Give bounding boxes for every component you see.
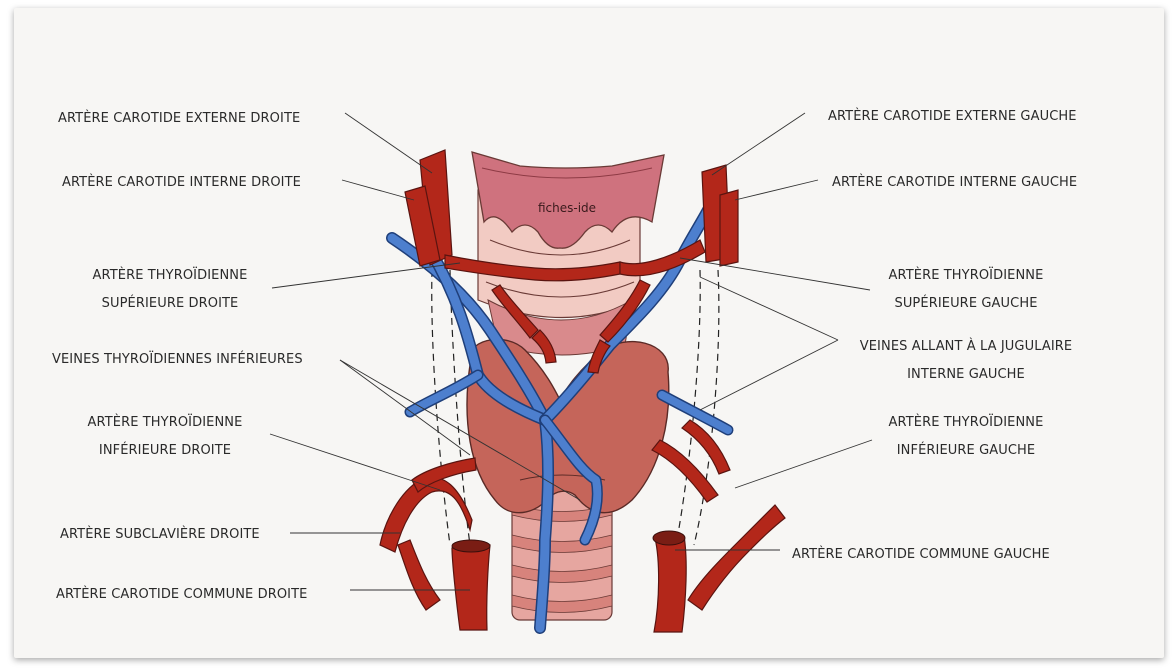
thyroid-gland — [467, 339, 669, 512]
label-subclavian-right: ARTÈRE SUBCLAVIÈRE DROITE — [60, 526, 260, 542]
label-ext-carotid-left: ARTÈRE CAROTIDE EXTERNE GAUCHE — [828, 108, 1077, 124]
label-inf-thyroid-left-line2: INFÉRIEURE GAUCHE — [897, 442, 1035, 458]
label-int-carotid-left: ARTÈRE CAROTIDE INTERNE GAUCHE — [832, 174, 1077, 190]
label-inf-thyroid-left-line1: ARTÈRE THYROÏDIENNE — [889, 414, 1044, 430]
label-inf-thyroid-veins: VEINES THYROÏDIENNES INFÉRIEURES — [52, 351, 303, 367]
label-sup-thyroid-right-line2: SUPÉRIEURE DROITE — [102, 295, 239, 311]
label-sup-thyroid-right-line1: ARTÈRE THYROÏDIENNE — [93, 267, 248, 283]
label-int-carotid-right: ARTÈRE CAROTIDE INTERNE DROITE — [62, 174, 301, 190]
label-common-carotid-left: ARTÈRE CAROTIDE COMMUNE GAUCHE — [792, 546, 1050, 562]
label-jugular-veins-line1: VEINES ALLANT À LA JUGULAIRE — [860, 338, 1072, 354]
label-sup-thyroid-left-line2: SUPÉRIEURE GAUCHE — [894, 295, 1037, 311]
label-common-carotid-right: ARTÈRE CAROTIDE COMMUNE DROITE — [56, 586, 307, 602]
label-ext-carotid-right: ARTÈRE CAROTIDE EXTERNE DROITE — [58, 110, 300, 126]
watermark: fiches-ide — [538, 201, 596, 215]
label-inf-thyroid-right-line2: INFÉRIEURE DROITE — [99, 442, 231, 458]
label-inf-thyroid-right-line1: ARTÈRE THYROÏDIENNE — [88, 414, 243, 430]
label-jugular-veins-line2: INTERNE GAUCHE — [907, 367, 1025, 382]
label-sup-thyroid-left-line1: ARTÈRE THYROÏDIENNE — [889, 267, 1044, 283]
